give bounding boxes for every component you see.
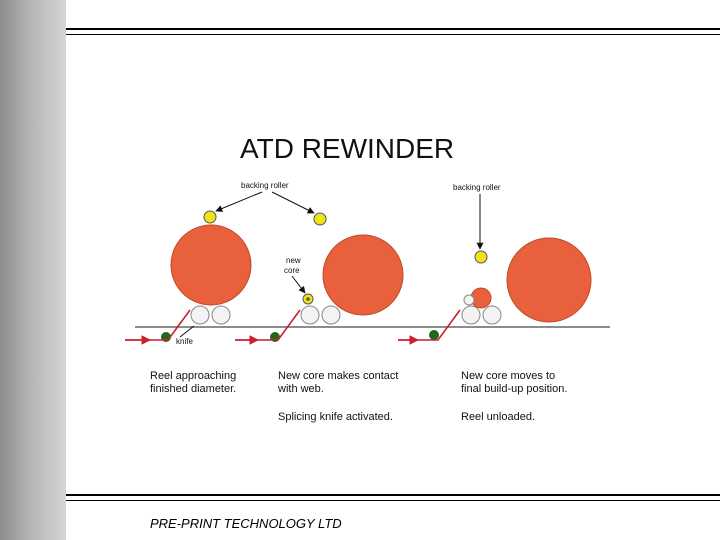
unloaded-reel — [506, 237, 592, 323]
bottom-rule — [66, 494, 720, 496]
stage-2: new core New core makes contact with web… — [235, 212, 404, 423]
diagram-title: ATD REWINDER — [240, 133, 454, 164]
caption-stage-2-note: Splicing knife activated. — [278, 411, 393, 423]
caption-stage-1-line1: Reel approaching — [150, 370, 236, 382]
knife-pointer — [179, 325, 195, 338]
backing-roller — [474, 250, 488, 264]
support-roller — [190, 305, 210, 325]
footer-company: PRE-PRINT TECHNOLOGY LTD — [150, 516, 342, 531]
stage-1: knife Reel approaching finished diameter… — [125, 210, 252, 395]
backing-roller — [313, 212, 327, 226]
support-roller — [300, 305, 320, 325]
side-bar — [0, 0, 66, 540]
support-roller — [482, 305, 502, 325]
knife-label: knife — [176, 337, 193, 346]
backing-roller-label: backing roller — [241, 181, 289, 190]
caption-stage-1-line2: finished diameter. — [150, 383, 236, 395]
reel — [322, 234, 404, 316]
side-roller — [463, 294, 475, 306]
web-path — [125, 309, 191, 341]
caption-stage-2-line1: New core makes contact — [278, 370, 398, 382]
bottom-rule-thin — [66, 500, 720, 501]
new-core-arrow — [291, 275, 306, 294]
reel — [170, 224, 252, 306]
stage-3: backing roller New core moves to final b… — [398, 183, 592, 423]
core-dot — [429, 330, 439, 340]
caption-stage-2-line2: with web. — [277, 383, 324, 395]
support-roller — [211, 305, 231, 325]
new-core-label-line1: new — [286, 256, 301, 265]
support-roller — [321, 305, 341, 325]
caption-stage-3-line2: final build-up position. — [461, 383, 567, 395]
web-path — [398, 309, 461, 341]
caption-stage-3-note: Reel unloaded. — [461, 411, 535, 423]
top-rule-thin — [66, 34, 720, 35]
top-rule — [66, 28, 720, 30]
new-core-label-line2: core — [284, 266, 300, 275]
caption-stage-3-line1: New core moves to — [461, 370, 555, 382]
backing-roller-arrow — [271, 191, 315, 214]
support-roller — [461, 305, 481, 325]
backing-roller-label: backing roller — [453, 183, 501, 192]
backing-roller-arrow — [215, 191, 263, 212]
backing-roller — [203, 210, 217, 224]
web-path — [235, 309, 301, 341]
new-core-center — [306, 297, 310, 301]
